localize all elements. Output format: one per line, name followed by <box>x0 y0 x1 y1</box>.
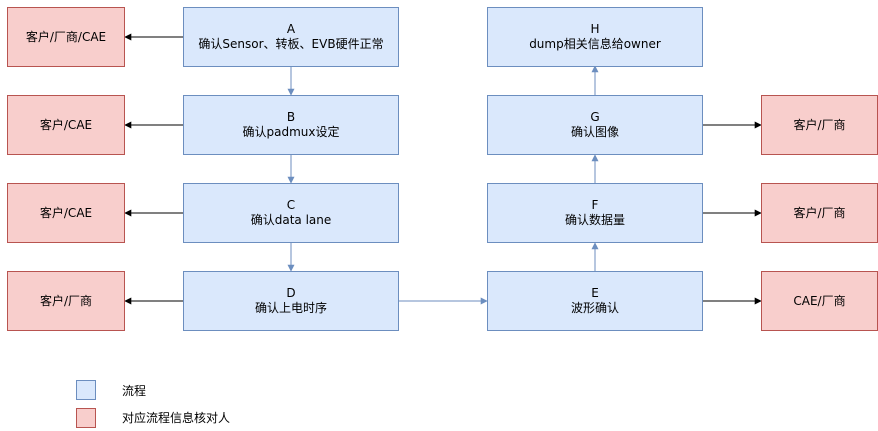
step-d-text: 确认上电时序 <box>254 301 327 315</box>
legend-process-swatch <box>76 380 96 400</box>
owner-c-label: 客户/CAE <box>39 205 93 220</box>
owner-d-label: 客户/厂商 <box>39 293 93 308</box>
owner-g: 客户/厂商 <box>761 95 878 155</box>
step-h-letter: H <box>590 22 600 36</box>
step-f-letter: F <box>591 198 599 212</box>
step-a-text: 确认Sensor、转板、EVB硬件正常 <box>198 37 384 51</box>
step-e-letter: E <box>591 286 599 300</box>
step-b-letter: B <box>286 110 296 124</box>
step-e-text: 波形确认 <box>570 301 619 315</box>
step-g-text: 确认图像 <box>570 125 619 139</box>
step-d-letter: D <box>286 286 296 300</box>
step-f: F 确认数据量 <box>487 183 703 243</box>
owner-e-label: CAE/厂商 <box>793 293 846 308</box>
owner-c: 客户/CAE <box>7 183 125 243</box>
owner-f: 客户/厂商 <box>761 183 878 243</box>
legend-owner-swatch <box>76 408 96 428</box>
owner-a-label: 客户/厂商/CAE <box>25 29 107 44</box>
owner-e: CAE/厂商 <box>761 271 878 331</box>
step-c: C 确认data lane <box>183 183 399 243</box>
step-f-text: 确认数据量 <box>564 213 625 227</box>
step-g: G 确认图像 <box>487 95 703 155</box>
owner-b-label: 客户/CAE <box>39 117 93 132</box>
step-h-text: dump相关信息给owner <box>529 37 661 51</box>
step-c-text: 确认data lane <box>250 213 332 227</box>
step-d: D 确认上电时序 <box>183 271 399 331</box>
step-b: B 确认padmux设定 <box>183 95 399 155</box>
owner-f-label: 客户/厂商 <box>793 205 846 220</box>
owner-b: 客户/CAE <box>7 95 125 155</box>
step-b-text: 确认padmux设定 <box>242 125 340 139</box>
step-e: E 波形确认 <box>487 271 703 331</box>
step-h: H dump相关信息给owner <box>487 7 703 67</box>
step-g-letter: G <box>590 110 600 124</box>
step-a-letter: A <box>286 22 296 36</box>
owner-d: 客户/厂商 <box>7 271 125 331</box>
owner-g-label: 客户/厂商 <box>793 117 846 132</box>
legend-owner-label: 对应流程信息核对人 <box>122 411 231 425</box>
owner-a: 客户/厂商/CAE <box>7 7 125 67</box>
step-a: A 确认Sensor、转板、EVB硬件正常 <box>183 7 399 67</box>
legend-process-label: 流程 <box>122 384 147 398</box>
step-c-letter: C <box>286 198 296 212</box>
